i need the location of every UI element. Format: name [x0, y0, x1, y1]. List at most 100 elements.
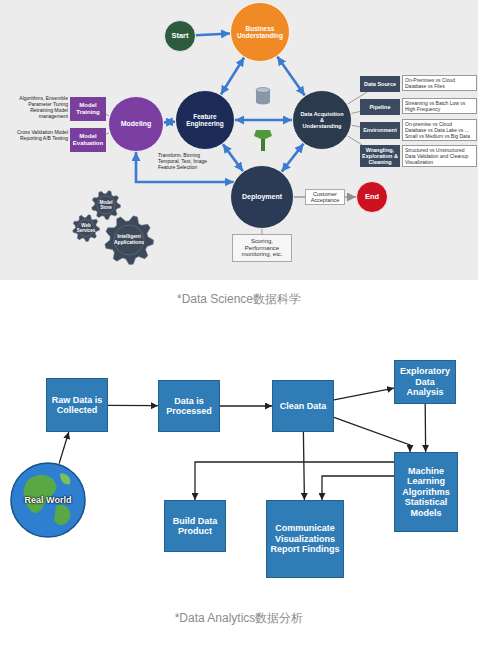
node-text: Build Data Product: [167, 516, 223, 537]
description-note: On-premise vs Cloud Database vs Data Lak…: [402, 119, 477, 141]
node-text: Wrangling, Exploration & Cleaning: [361, 147, 399, 166]
figure-caption: *Data Analytics数据分析: [0, 611, 478, 625]
globe-land: [60, 474, 70, 485]
description-note: Structured vs Unstructured Data Validati…: [402, 145, 477, 167]
circle-fill: [231, 166, 294, 229]
process-box: Clean Data: [272, 380, 334, 432]
circle-fill: [293, 91, 352, 150]
gear-fill: [105, 216, 154, 265]
circle-fill: [165, 21, 196, 52]
gear-shape: Web Services: [72, 214, 100, 242]
gear-shape: Model Store: [91, 190, 121, 220]
node-text: Business Understanding: [235, 25, 285, 40]
task-box: Model Training: [70, 97, 106, 121]
edge-label: Customer Acceptance: [305, 189, 345, 206]
database-icon: [256, 88, 270, 105]
node-text: Data Acquisition & Understanding: [300, 111, 344, 130]
phase-circle: Feature Engineering: [175, 90, 235, 150]
flow-arrow: [221, 57, 244, 94]
end-circle: End: [356, 181, 388, 213]
globe-ocean: [11, 463, 85, 537]
flow-arrow: [303, 432, 304, 500]
node-text: Deployment: [242, 193, 282, 201]
flow-arrow: [322, 476, 394, 500]
flow-arrow: [334, 388, 394, 400]
globe-land: [24, 475, 57, 513]
flow-arrow: [352, 125, 360, 127]
flow-arrow: [59, 432, 69, 464]
task-box: Wrangling, Exploration & Cleaning: [360, 145, 400, 167]
flow-arrow: [108, 405, 158, 407]
node-text: Data is Processed: [161, 396, 217, 417]
process-box: Data is Processed: [158, 380, 220, 432]
node-text: Environment: [363, 127, 397, 133]
description-note: Streaming vs Batch Low vs High Frequency: [402, 98, 477, 114]
node-text: Raw Data is Collected: [49, 395, 105, 416]
process-box: Exploratory Data Analysis: [394, 360, 456, 404]
flow-arrow: [136, 152, 234, 182]
process-box: Raw Data is Collected: [46, 378, 108, 432]
node-text: Machine Learning Algorithms Statistical …: [397, 466, 455, 518]
process-box: Communicate Visualizations Report Findin…: [266, 500, 344, 578]
node-text: Real World: [25, 495, 72, 505]
flow-arrow: [334, 417, 410, 452]
flow-arrow: [220, 405, 272, 406]
start-circle: Start: [164, 20, 196, 52]
flow-arrow: [106, 133, 109, 134]
circle-fill: [357, 182, 388, 213]
phase-circle: Modeling: [108, 96, 164, 152]
flow-arrow: [223, 144, 243, 171]
node-text: Scoring, Performance monitoring, etc.: [235, 238, 289, 259]
globe-land: [54, 505, 70, 525]
node-text: Web Services: [76, 223, 96, 233]
flow-arrow: [195, 462, 394, 500]
node-text: Model Store: [95, 200, 117, 210]
process-box: Machine Learning Algorithms Statistical …: [394, 452, 458, 532]
note-box: Scoring, Performance monitoring, etc.: [232, 234, 292, 262]
tool-handle: [261, 139, 265, 151]
node-text: Modeling: [121, 120, 152, 128]
circle-fill: [176, 91, 235, 150]
node-text: Start: [171, 32, 188, 41]
figure-caption: *Data Science数据科学: [0, 292, 478, 306]
flow-arrow: [277, 57, 304, 96]
node-text: Clean Data: [280, 401, 327, 411]
gear-fill: [92, 191, 121, 220]
node-text: End: [365, 193, 379, 202]
task-box: Environment: [360, 122, 400, 139]
tool-icon: [254, 130, 272, 151]
node-text: Communicate Visualizations Report Findin…: [270, 523, 340, 554]
flow-arrow: [351, 111, 360, 113]
flow-arrow: [282, 144, 304, 172]
globe-circle: Real World: [10, 462, 86, 538]
connector-layer: [59, 33, 426, 500]
flow-arrow: [196, 33, 230, 35]
node-text: Feature Engineering: [180, 113, 230, 128]
panel-background: [0, 0, 478, 280]
tool-head: [254, 130, 272, 140]
node-text: Intelligent Applications: [110, 234, 148, 246]
description-note: On-Premises vs Cloud Database vs Files: [402, 75, 477, 91]
database-base: [256, 100, 270, 105]
node-text: Exploratory Data Analysis: [397, 366, 453, 397]
annotation-text: Transform, Binning Temporal, Text, Image…: [158, 152, 222, 170]
task-box: Model Evaluation: [70, 128, 106, 152]
flow-arrow: [106, 115, 109, 116]
task-box: Pipeline: [360, 99, 400, 115]
gear-fill: [73, 215, 100, 242]
flow-arrow: [164, 120, 175, 123]
phase-circle: Deployment: [230, 165, 294, 229]
node-text: Model Evaluation: [71, 133, 105, 147]
annotation-text: Algorithms, Ensemble Parameter Tuning Re…: [6, 95, 68, 119]
process-box: Build Data Product: [164, 500, 226, 552]
phase-circle: Business Understanding: [230, 2, 290, 62]
node-text: Model Training: [71, 102, 105, 116]
task-box: Data Source: [360, 76, 400, 92]
database-top: [256, 88, 270, 93]
circle-fill: [231, 3, 290, 62]
phase-circle: Data Acquisition & Understanding: [292, 90, 352, 150]
flow-arrow: [425, 404, 427, 452]
gear-shape: Intelligent Applications: [104, 215, 154, 265]
node-text: Pipeline: [369, 104, 390, 110]
